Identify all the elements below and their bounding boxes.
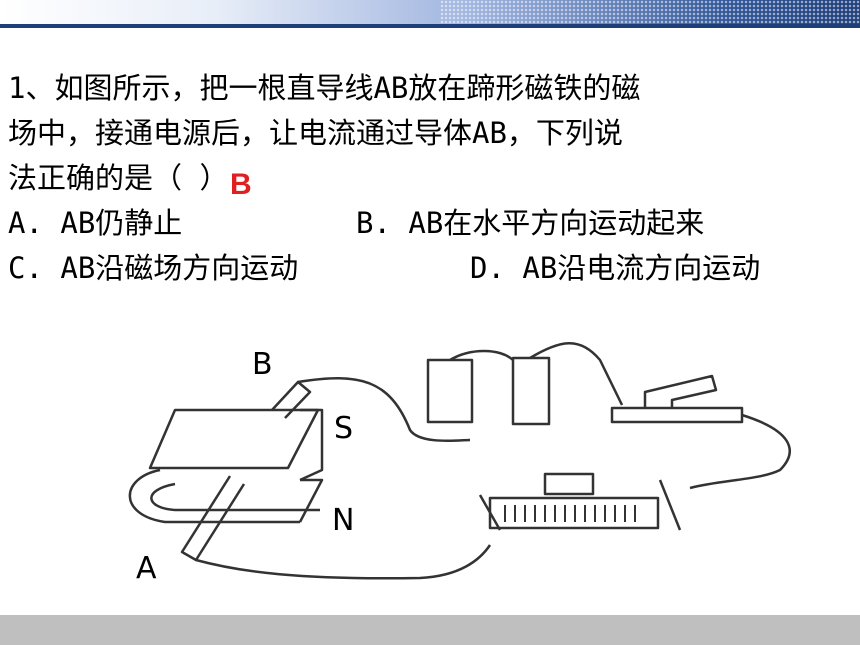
banner-pattern xyxy=(440,0,860,24)
question-line-2: 场中，接通电源后，让电流通过导体AB，下列说 xyxy=(8,116,623,150)
switch-lever xyxy=(643,374,718,408)
question-line-3: 法正确的是（ ） xyxy=(8,161,229,195)
wire-1 xyxy=(297,376,471,443)
label-a: A xyxy=(136,551,157,586)
rod-top xyxy=(271,380,312,419)
wire-2 xyxy=(195,544,492,580)
options-row-2: C. AB沿磁场方向运动 D. AB沿电流方向运动 xyxy=(8,246,858,291)
footer-band xyxy=(0,615,860,645)
experiment-figure: B S N A xyxy=(128,342,791,586)
banner-rule xyxy=(0,24,860,28)
question-text: 1、如图所示，把一根直导线AB放在蹄形磁铁的磁 场中，接通电源后，让电流通过导体… xyxy=(8,66,858,291)
cell-link xyxy=(449,349,514,362)
answer-mark: B xyxy=(230,168,252,201)
magnet-upper-arm xyxy=(148,408,320,470)
rheostat-slider xyxy=(543,472,595,496)
top-banner xyxy=(0,0,860,24)
rod-bottom xyxy=(180,475,246,562)
magnet-pole-s xyxy=(299,408,324,482)
label-b: B xyxy=(252,347,273,382)
battery-cell-1 xyxy=(426,358,474,424)
label-n: N xyxy=(332,503,354,538)
wire-3 xyxy=(529,342,624,406)
rheostat-stands xyxy=(478,479,682,531)
magnet-lower-arm xyxy=(298,478,324,523)
battery-cell-2 xyxy=(511,356,551,426)
rheostat-coil xyxy=(504,505,636,522)
magnet-bend xyxy=(128,468,300,524)
question-line-1: 1、如图所示，把一根直导线AB放在蹄形磁铁的磁 xyxy=(8,71,641,105)
option-c: C. AB沿磁场方向运动 xyxy=(8,251,299,285)
magnet-inner-bend xyxy=(150,482,320,512)
wire-4 xyxy=(689,413,791,490)
label-s: S xyxy=(334,411,353,446)
option-b: B. AB在水平方向运动起来 xyxy=(356,206,705,240)
options-row-1: A. AB仍静止 B. AB在水平方向运动起来 xyxy=(8,201,858,246)
switch-base xyxy=(610,406,744,424)
option-a: A. AB仍静止 xyxy=(8,206,183,240)
option-d: D. AB沿电流方向运动 xyxy=(470,251,761,285)
